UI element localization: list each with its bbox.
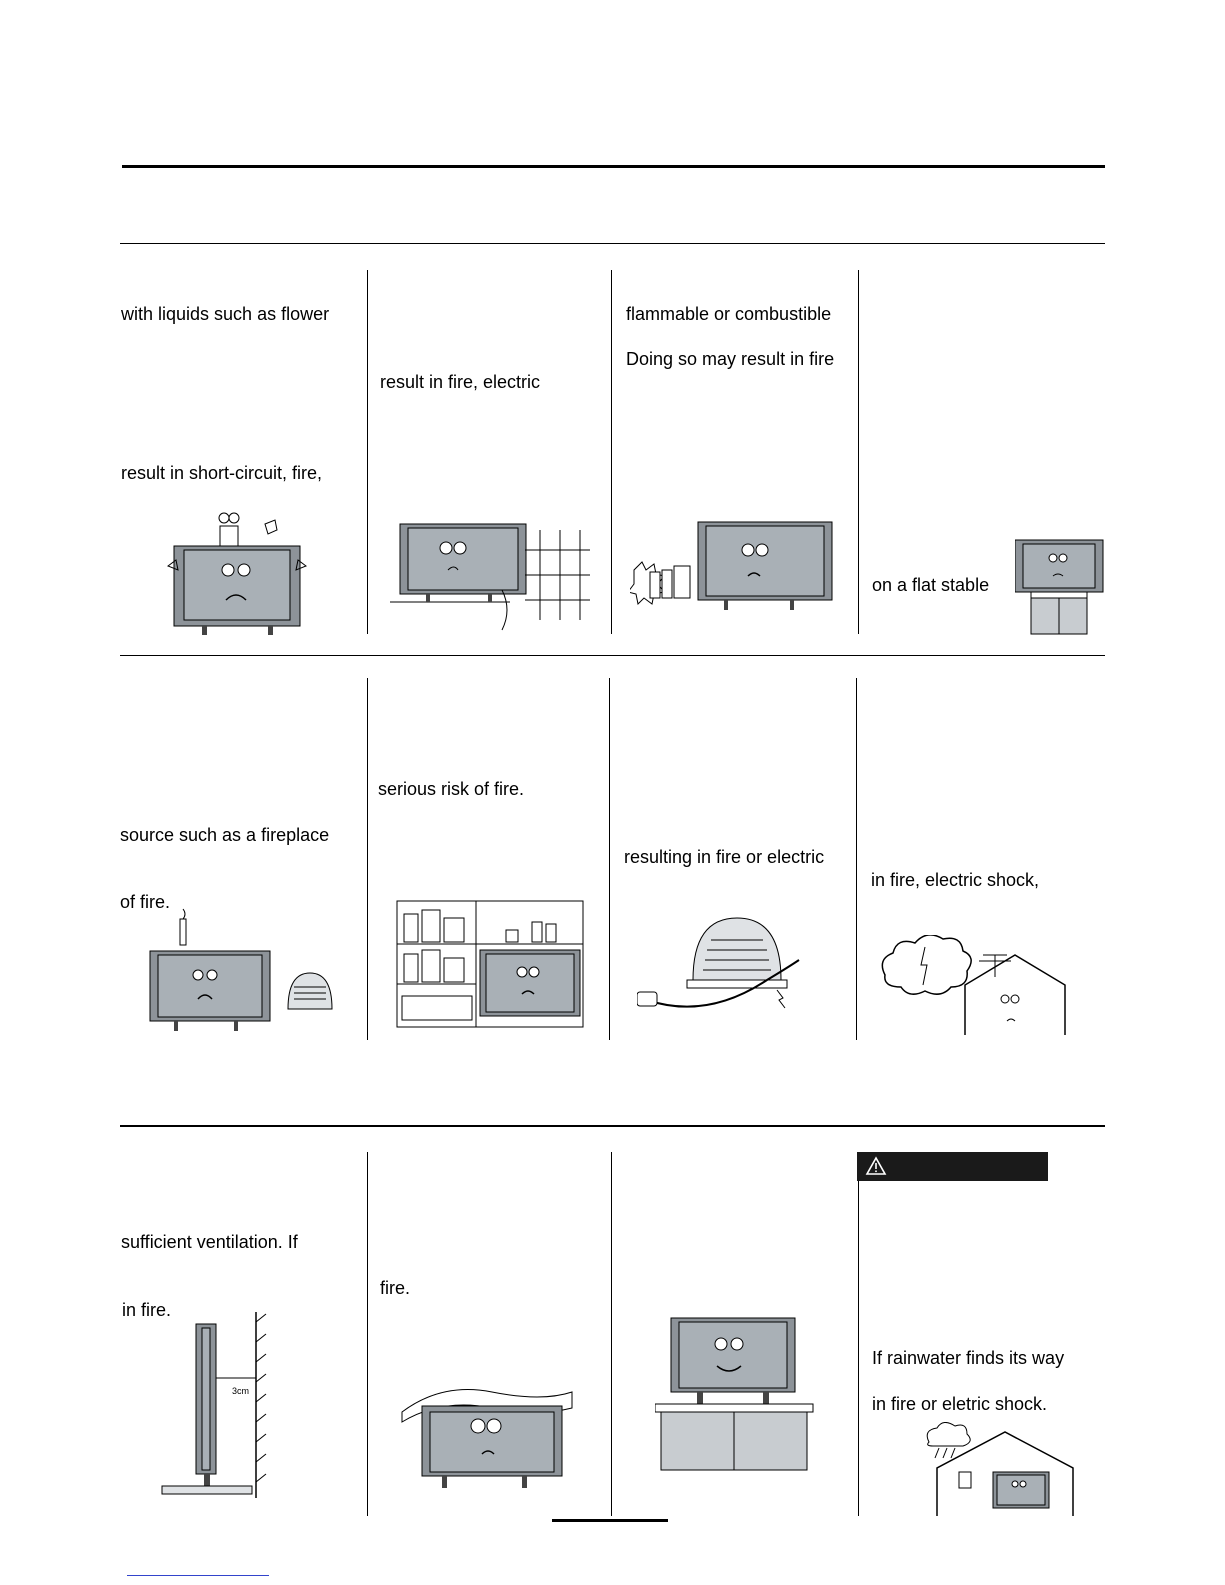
col-divider	[858, 270, 859, 634]
r2c4-text-1: in fire, electric shock,	[871, 870, 1040, 890]
col-divider	[611, 1152, 612, 1516]
tv-with-flammables-illustration	[630, 520, 840, 632]
r3c1-text-1: sufficient ventilation. If	[121, 1232, 298, 1252]
col-divider	[611, 270, 612, 634]
tv-near-water-illustration	[390, 520, 590, 632]
warning-triangle-icon	[865, 1156, 887, 1181]
r1c1-text-1: with liquids such as flower	[121, 304, 330, 324]
section-1-rule	[120, 243, 1105, 244]
r3c2-text-1: fire.	[380, 1278, 411, 1298]
r1c4-text-1: on a flat stable	[872, 575, 990, 595]
clearance-label: 3cm	[232, 1386, 249, 1396]
row-divider-1	[120, 655, 1105, 656]
r3c4-text-2: in fire or eletric shock.	[872, 1394, 1048, 1414]
tv-on-stand-illustration	[1015, 538, 1105, 636]
r2c1-text-1: source such as a fireplace	[120, 825, 330, 845]
tv-on-cabinet-illustration	[655, 1316, 815, 1472]
lightning-storm-antenna-illustration	[875, 935, 1075, 1035]
col-divider	[367, 678, 368, 1040]
r1c3-text-1: flammable or combustible	[626, 304, 832, 324]
tv-in-bookshelf-illustration	[396, 900, 584, 1028]
r3c4-text-1: If rainwater finds its way	[872, 1348, 1065, 1368]
col-divider	[367, 1152, 368, 1516]
r1c2-text-1: result in fire, electric	[380, 372, 541, 392]
col-divider	[367, 270, 368, 634]
caution-header	[857, 1152, 1048, 1181]
tv-with-candle-heater-illustration	[140, 905, 340, 1033]
footer-link-underline[interactable]	[127, 1575, 269, 1576]
heater-power-cord-illustration	[637, 910, 827, 1022]
r2c3-text-1: resulting in fire or electric	[624, 847, 825, 867]
tv-with-vase-illustration	[160, 510, 310, 635]
tv-covered-cloth-illustration	[392, 1382, 582, 1492]
ventilation-clearance-illustration: 3cm	[160, 1312, 270, 1502]
r3c1-text-2: in fire.	[122, 1300, 172, 1320]
house-rain-illustration	[925, 1422, 1090, 1518]
r2c1-text-2: of fire.	[120, 892, 171, 912]
section-2-rule	[120, 1125, 1105, 1127]
col-divider	[856, 678, 857, 1040]
col-divider	[858, 1152, 859, 1516]
r1c3-text-2: Doing so may result in fire	[626, 349, 835, 369]
col-divider	[609, 678, 610, 1040]
page-number-rule	[552, 1519, 668, 1522]
top-rule	[122, 165, 1105, 168]
r1c1-text-2: result in short-circuit, fire,	[121, 463, 323, 483]
r2c2-text-1: serious risk of fire.	[378, 779, 525, 799]
